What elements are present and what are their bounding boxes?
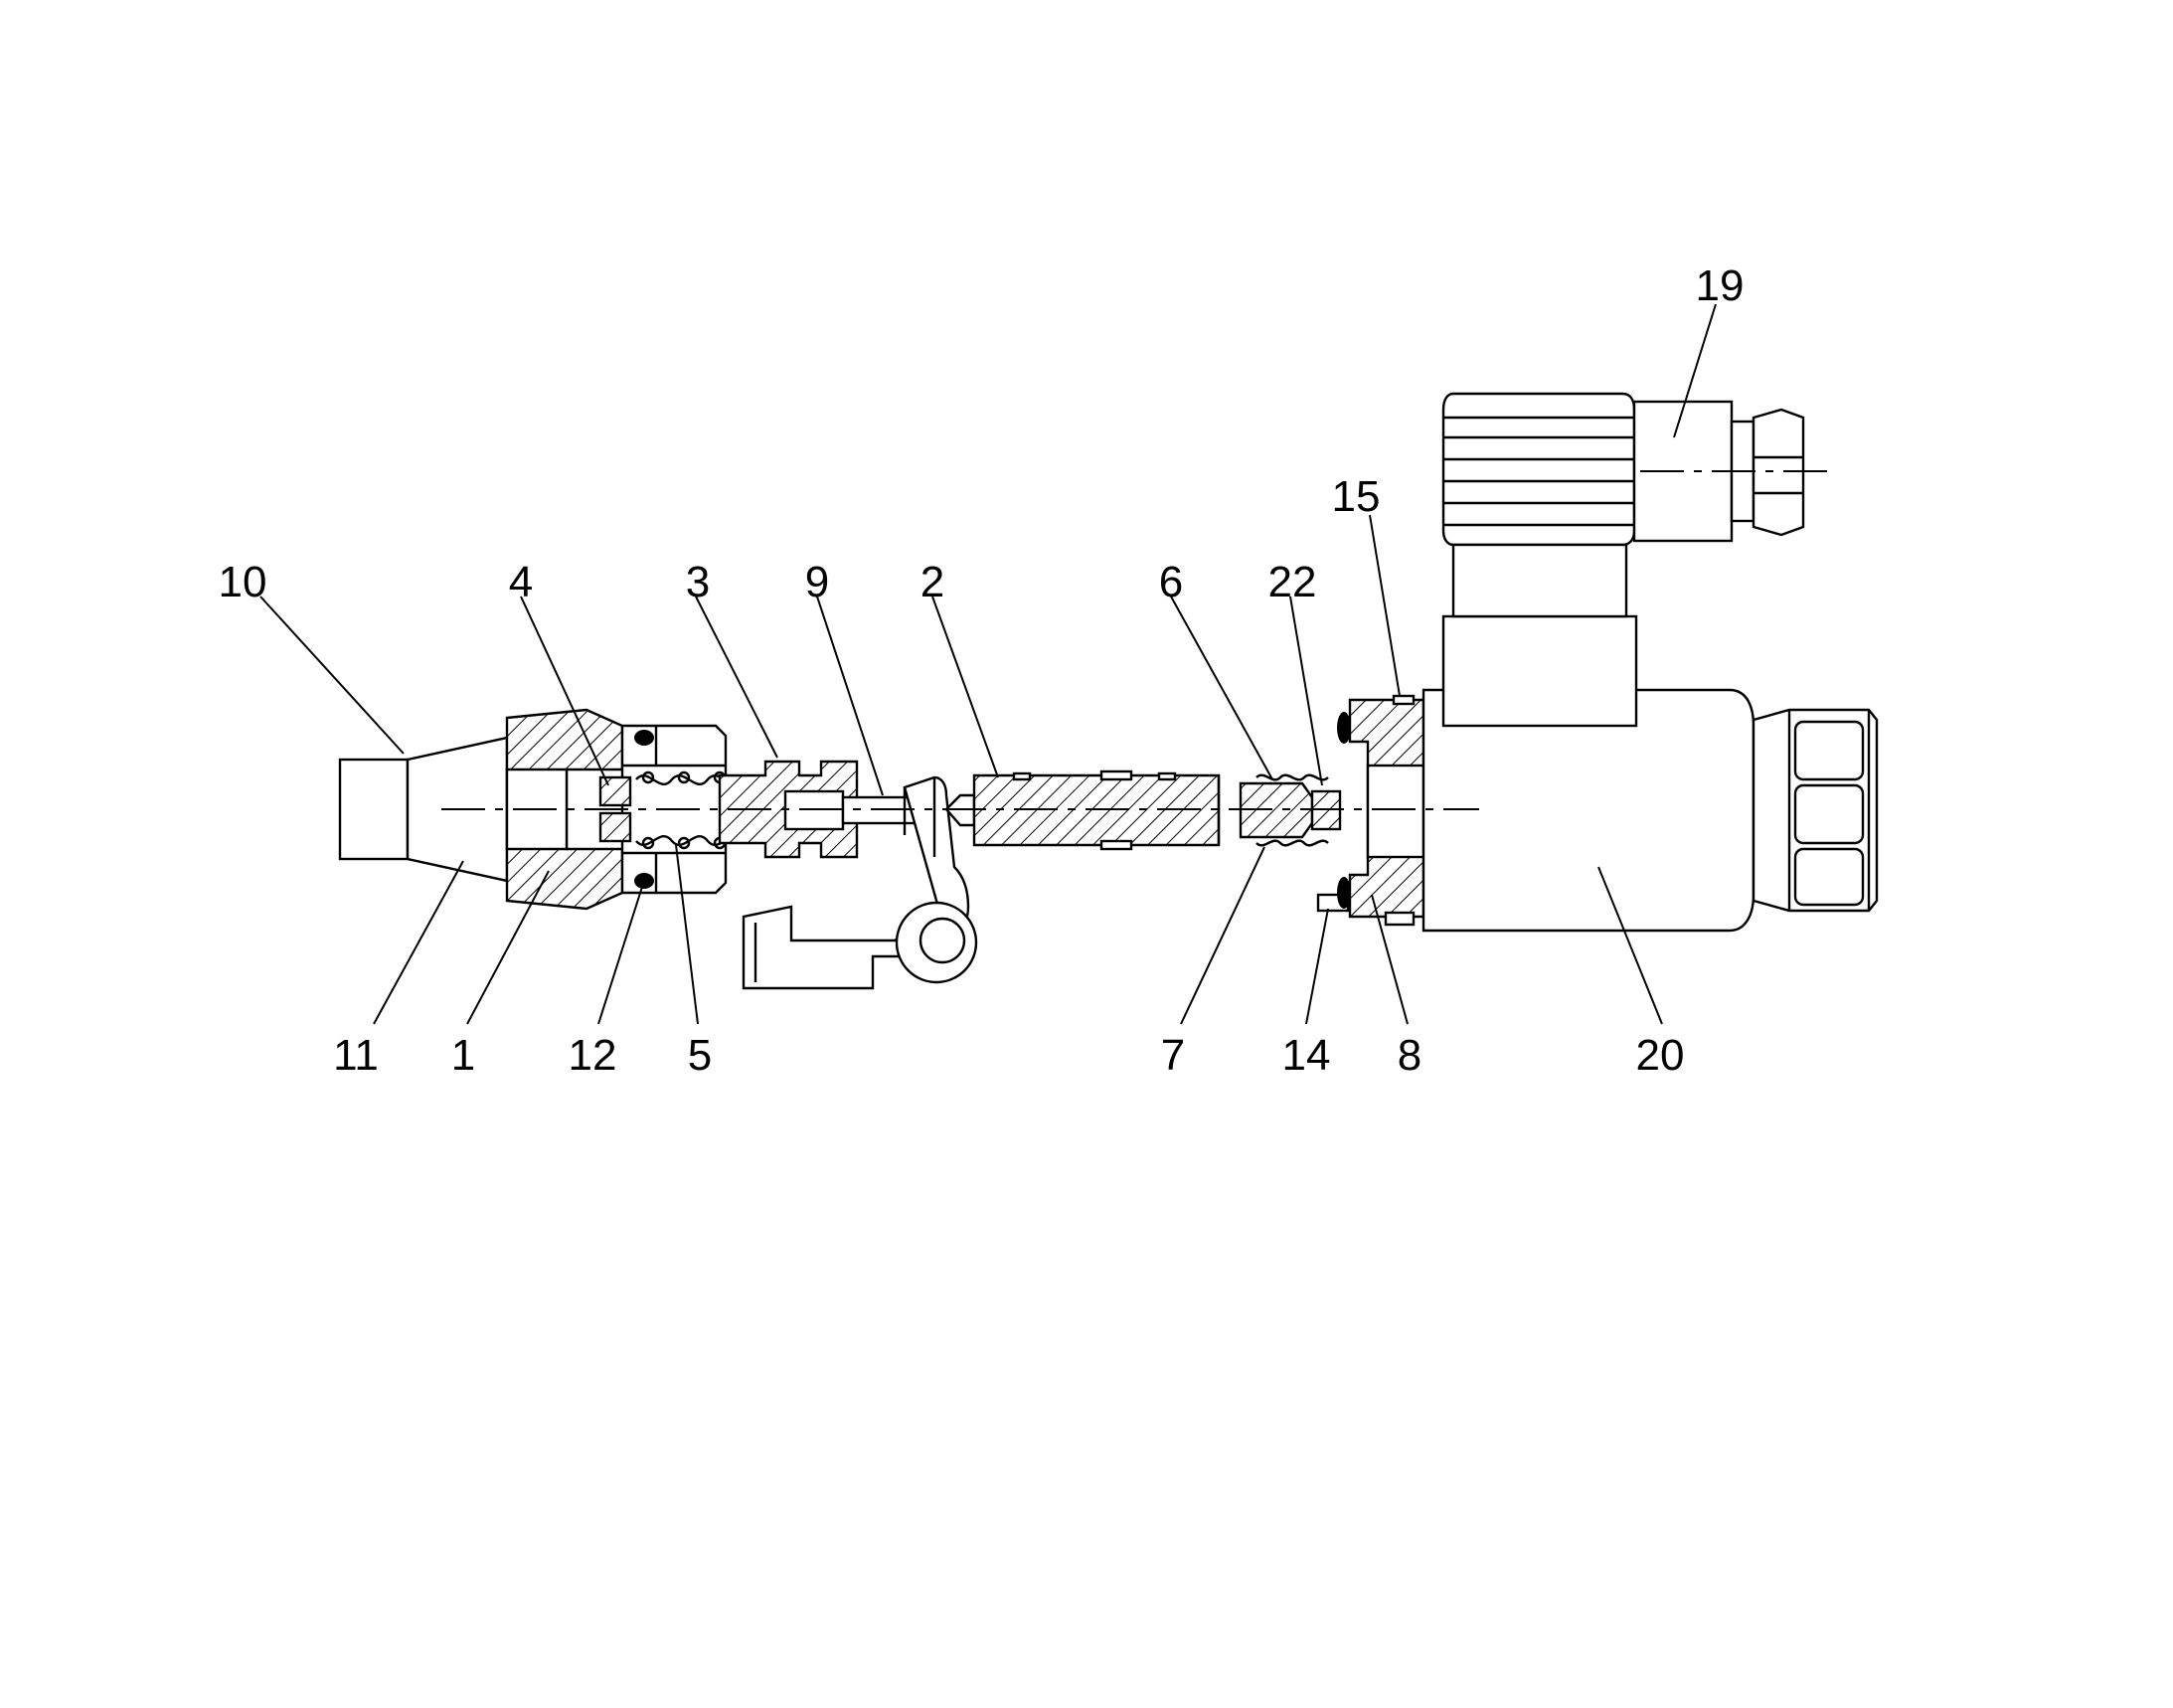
- center-lines: [441, 470, 1833, 810]
- part-19-plug-connector: [1441, 392, 1805, 728]
- leader-lines: [259, 303, 1717, 1025]
- callout-15: 15: [1332, 472, 1381, 521]
- callout-5: 5: [688, 1031, 712, 1080]
- callout-22: 22: [1268, 558, 1317, 606]
- callout-19: 19: [1696, 261, 1745, 310]
- callout-3: 3: [686, 558, 710, 606]
- callout-11: 11: [333, 1031, 379, 1080]
- callout-7: 7: [1161, 1031, 1185, 1080]
- callout-14: 14: [1282, 1031, 1331, 1080]
- callout-12: 12: [569, 1031, 617, 1080]
- part-20-solenoid-coil: [1421, 688, 1879, 933]
- callout-2: 2: [920, 558, 944, 606]
- callout-9: 9: [805, 558, 829, 606]
- part-4-seat: [598, 775, 632, 843]
- callout-8: 8: [1398, 1031, 1421, 1080]
- callout-6: 6: [1159, 558, 1183, 606]
- callout-10: 10: [219, 558, 267, 606]
- callout-labels: 10 4 3 9 2 6 22 15 19 11 1 12 5 7 14 8 2…: [219, 261, 1745, 1080]
- callout-1: 1: [451, 1031, 475, 1080]
- callout-4: 4: [509, 558, 533, 606]
- callout-20: 20: [1636, 1031, 1685, 1080]
- part-12-o-rings: [634, 730, 654, 889]
